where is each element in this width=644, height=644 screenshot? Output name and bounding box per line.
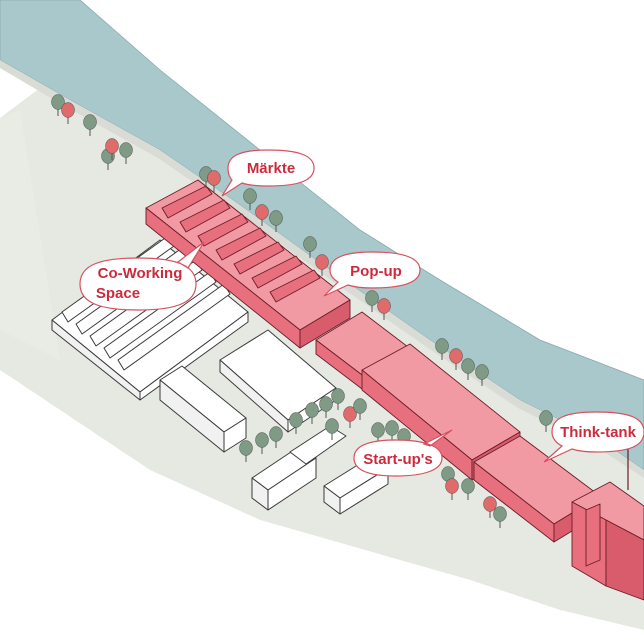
tree-green: [331, 388, 345, 404]
tree-green: [305, 402, 319, 418]
trees: [51, 94, 553, 528]
tree-green: [303, 236, 317, 252]
tree-red: [483, 496, 497, 512]
tree-green: [255, 432, 269, 448]
label-coworking-line2: Space: [96, 285, 140, 302]
label-popup-text: Pop-up: [350, 263, 402, 280]
label-thinktank-text: Think-tank: [560, 424, 636, 441]
label-startups-text: Start-up's: [363, 451, 432, 468]
tree-green: [243, 188, 257, 204]
tree-green: [461, 358, 475, 374]
tree-red: [61, 102, 75, 118]
tree-green: [269, 426, 283, 442]
site-ground-left-edge: [0, 110, 60, 360]
tree-green: [371, 422, 385, 438]
tree-green: [353, 398, 367, 414]
gable-building: [159, 365, 247, 453]
tree-green: [493, 506, 507, 522]
tree-green: [325, 418, 339, 434]
tree-green: [289, 412, 303, 428]
label-markets: Märkte: [221, 149, 315, 197]
tree-red: [377, 298, 391, 314]
tree-red: [207, 170, 221, 186]
tree-green: [319, 396, 333, 412]
tree-green: [539, 410, 553, 426]
tree-green: [119, 142, 133, 158]
tree-green: [239, 440, 253, 456]
tree-red: [343, 406, 357, 422]
tree-red: [105, 138, 119, 154]
tree-green: [435, 338, 449, 354]
river: [0, 0, 644, 471]
highlight-buildings: [145, 179, 644, 601]
site-ground-lower: [0, 370, 644, 644]
tree-red: [445, 478, 459, 494]
tree-red: [449, 348, 463, 364]
tree-green: [475, 364, 489, 380]
label-startups: Start-up's: [353, 429, 453, 477]
tree-green: [269, 210, 283, 226]
tree-red: [255, 204, 269, 220]
label-popup: Pop-up: [323, 251, 421, 297]
tree-green: [461, 478, 475, 494]
label-thinktank: Think-tank: [543, 411, 644, 463]
label-coworking-line1: Co-Working: [98, 265, 183, 282]
label-coworking: Co-Working Space: [79, 241, 205, 311]
tree-green: [365, 290, 379, 306]
tree-green: [83, 114, 97, 130]
tree-red: [315, 254, 329, 270]
label-markets-text: Märkte: [247, 160, 295, 177]
tree-green: [385, 420, 399, 436]
tree-green: [51, 94, 65, 110]
